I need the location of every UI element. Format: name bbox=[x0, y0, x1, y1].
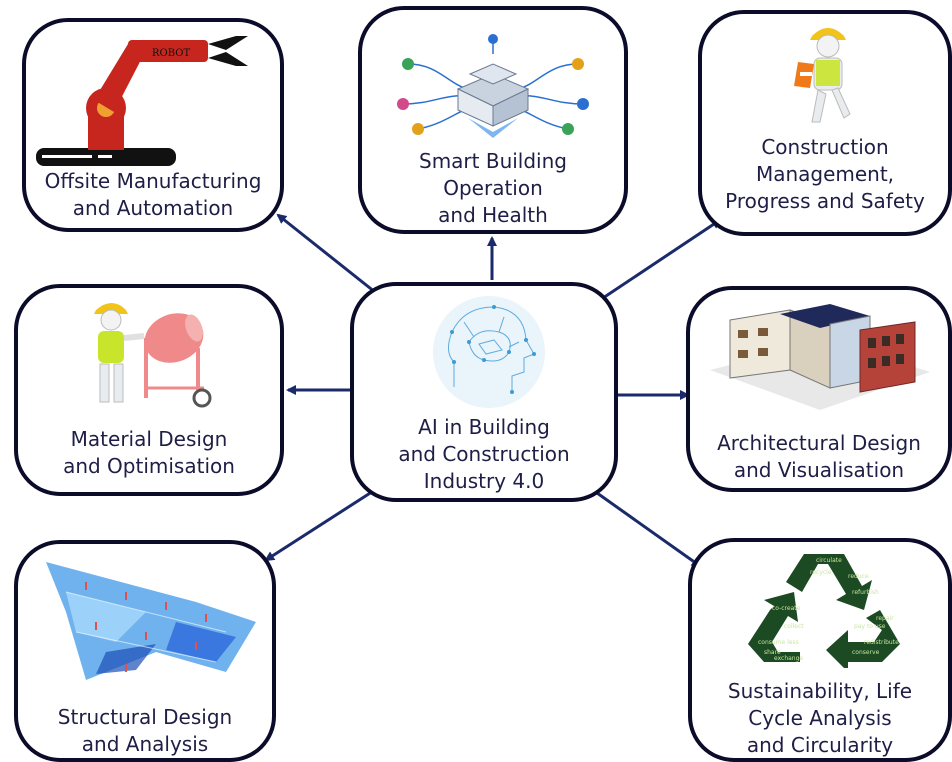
building-3d-icon bbox=[710, 304, 930, 410]
concrete-mixer-icon bbox=[94, 303, 212, 408]
svg-text:repair: repair bbox=[876, 615, 894, 622]
svg-text:pay to use: pay to use bbox=[854, 623, 886, 630]
arrow-to-sustainability bbox=[589, 486, 702, 568]
arrow-to-offsite bbox=[276, 213, 381, 298]
svg-text:exchange: exchange bbox=[774, 655, 803, 662]
structural-design-node: Structural Design and Analysis bbox=[14, 540, 276, 762]
ai-center-node: AI in Building and Construction Industry… bbox=[350, 282, 618, 502]
worker-cone-icon bbox=[794, 28, 851, 123]
offsite-label: Offsite Manufacturing and Automation bbox=[44, 169, 262, 220]
arrow-to-management bbox=[599, 218, 722, 302]
svg-text:share: share bbox=[764, 649, 781, 656]
svg-text:recycle: recycle bbox=[810, 569, 832, 576]
sustainability-node: recycle circulate co-create reduce refur… bbox=[688, 538, 952, 762]
svg-text:redistribute: redistribute bbox=[864, 639, 899, 646]
arrow-to-structural bbox=[264, 486, 379, 562]
robot-arm-icon: ROBOT bbox=[36, 36, 248, 166]
construction-management-node: Construction Management, Progress and Sa… bbox=[698, 10, 952, 236]
ai-center-label: AI in Building and Construction Industry… bbox=[398, 415, 570, 493]
structural-slab-icon bbox=[46, 562, 256, 680]
material-design-node: Material Design and Optimisation bbox=[14, 284, 284, 496]
robot-text: ROBOT bbox=[152, 48, 190, 59]
smart-building-label: Smart Building Operation and Health bbox=[419, 149, 567, 227]
recycle-icon: recycle circulate co-create reduce refur… bbox=[748, 554, 900, 668]
svg-text:reduce: reduce bbox=[848, 573, 869, 580]
svg-text:co-create: co-create bbox=[772, 605, 801, 612]
svg-text:circulate: circulate bbox=[816, 557, 842, 564]
sustainability-label: Sustainability, Life Cycle Analysis and … bbox=[727, 679, 913, 757]
svg-text:collect: collect bbox=[784, 623, 804, 630]
architectural-design-label: Architectural Design and Visualisation bbox=[717, 431, 921, 482]
material-design-label: Material Design and Optimisation bbox=[63, 427, 235, 478]
architectural-design-node: Architectural Design and Visualisation bbox=[686, 286, 952, 492]
offsite-manufacturing-node: ROBOT Offsite Manufacturing and Automati… bbox=[22, 18, 284, 232]
smart-building-node: Smart Building Operation and Health bbox=[358, 6, 628, 234]
structural-design-label: Structural Design and Analysis bbox=[57, 705, 233, 756]
svg-text:conserve: conserve bbox=[852, 649, 880, 656]
ai-head-icon bbox=[433, 296, 545, 408]
svg-text:consume less: consume less bbox=[758, 639, 799, 646]
smart-building-icon bbox=[397, 34, 589, 138]
construction-management-label: Construction Management, Progress and Sa… bbox=[725, 135, 925, 213]
svg-text:refurbish: refurbish bbox=[852, 589, 879, 596]
